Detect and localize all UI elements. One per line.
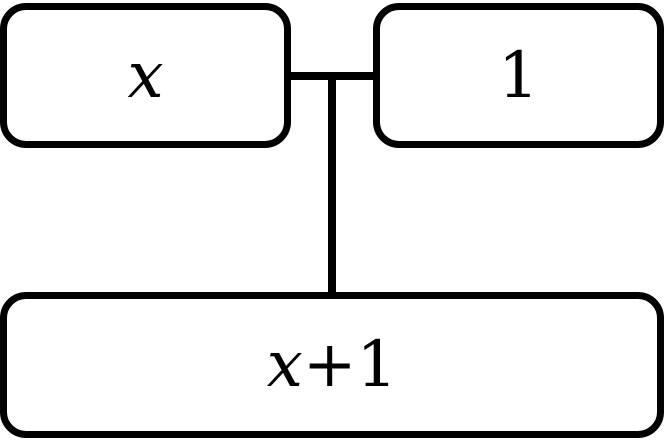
input-label-x: x xyxy=(127,38,164,113)
output-variable: x xyxy=(266,328,303,402)
output-operator: + xyxy=(302,328,357,402)
input-box-one: 1 xyxy=(373,3,664,148)
output-expression: x+1 xyxy=(267,333,397,397)
input-label-one: 1 xyxy=(498,38,539,113)
input-box-x: x xyxy=(0,3,291,148)
output-constant: 1 xyxy=(356,328,398,402)
connector-vertical-line xyxy=(328,76,336,296)
output-box-sum: x+1 xyxy=(0,292,664,438)
